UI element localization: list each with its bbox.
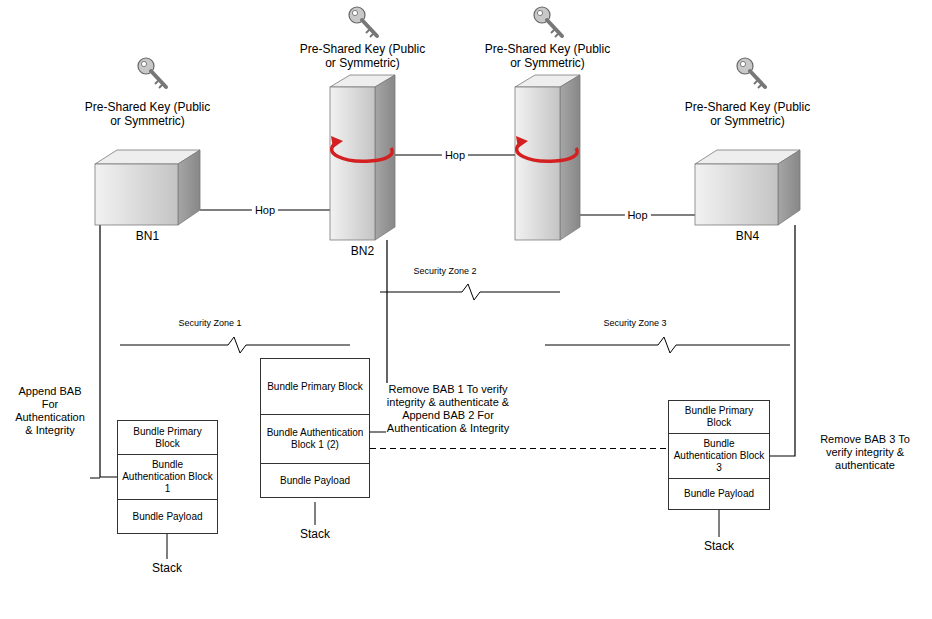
server-tower <box>515 75 580 240</box>
annotation-label: Append BAB For Authentication & Integrit… <box>12 385 88 437</box>
key-label: Pre-Shared Key (Public or Symmetric) <box>83 100 213 128</box>
node-label: BN1 <box>136 229 159 243</box>
block-text: Bundle Authentication Block 1 (2) <box>261 425 369 453</box>
bundle-block: Bundle Payload <box>117 499 218 534</box>
server-box <box>95 150 200 225</box>
block-text: Bundle Primary Block <box>263 379 367 395</box>
edge-label: Hop <box>624 209 650 222</box>
server-node: Pre-Shared Key (Public or Symmetric)BN2 <box>330 75 395 240</box>
block-text: Bundle Payload <box>680 486 758 502</box>
connector <box>370 448 668 449</box>
bundle-block: Bundle Authentication Block 3 <box>668 433 770 479</box>
annotation-label: Stack <box>142 561 192 575</box>
annotation-label: Security Zone 2 <box>405 266 485 277</box>
edge-label: Hop <box>442 149 468 162</box>
server-node: Pre-Shared Key (Public or Symmetric) <box>515 75 580 240</box>
block-text: Bundle Primary Block <box>118 424 217 452</box>
annotation-label: Stack <box>694 539 744 553</box>
bundle-block: Bundle Authentication Block 1 <box>117 454 218 500</box>
server-box <box>695 150 800 225</box>
block-text: Bundle Payload <box>128 509 206 525</box>
node-label: BN4 <box>736 229 759 243</box>
block-text: Bundle Payload <box>276 473 354 489</box>
bundle-block: Bundle Primary Block <box>117 420 218 455</box>
zone-boundary <box>120 337 350 353</box>
annotation-label: Remove BAB 1 To verify integrity & authe… <box>386 383 510 435</box>
server-node: Pre-Shared Key (Public or Symmetric)BN1 <box>95 150 200 225</box>
bundle-block: Bundle Primary Block <box>260 358 370 415</box>
bundle-block: Bundle Primary Block <box>668 400 770 434</box>
bundle-block: Bundle Authentication Block 1 (2) <box>260 414 370 464</box>
zone-boundary <box>380 284 560 300</box>
key-icon <box>534 7 562 37</box>
leader-line <box>90 478 100 479</box>
key-icon <box>138 58 166 88</box>
annotation-label: Security Zone 3 <box>595 318 675 329</box>
server-node: Pre-Shared Key (Public or Symmetric)BN4 <box>695 150 800 225</box>
annotation-label: Stack <box>290 527 340 541</box>
key-label: Pre-Shared Key (Public or Symmetric) <box>483 42 613 70</box>
key-icon <box>737 58 765 88</box>
server-tower <box>330 75 395 240</box>
bundle-block: Bundle Payload <box>668 478 770 510</box>
annotation-label: Remove BAB 3 To verify integrity & authe… <box>806 433 924 472</box>
annotation-label: Security Zone 1 <box>170 318 250 329</box>
connector <box>370 240 387 432</box>
key-label: Pre-Shared Key (Public or Symmetric) <box>298 42 428 70</box>
leader-line <box>719 507 720 537</box>
bundle-block: Bundle Payload <box>260 463 370 498</box>
connector <box>100 225 117 477</box>
edge-label: Hop <box>252 204 278 217</box>
block-text: Bundle Authentication Block 1 <box>118 457 217 497</box>
node-label: BN2 <box>351 244 374 258</box>
key-icon <box>349 7 377 37</box>
connector <box>770 225 795 456</box>
block-text: Bundle Primary Block <box>669 403 769 431</box>
key-label: Pre-Shared Key (Public or Symmetric) <box>683 100 813 128</box>
zone-boundary <box>545 337 790 353</box>
leader-line <box>315 502 316 525</box>
block-text: Bundle Authentication Block 3 <box>669 436 769 476</box>
